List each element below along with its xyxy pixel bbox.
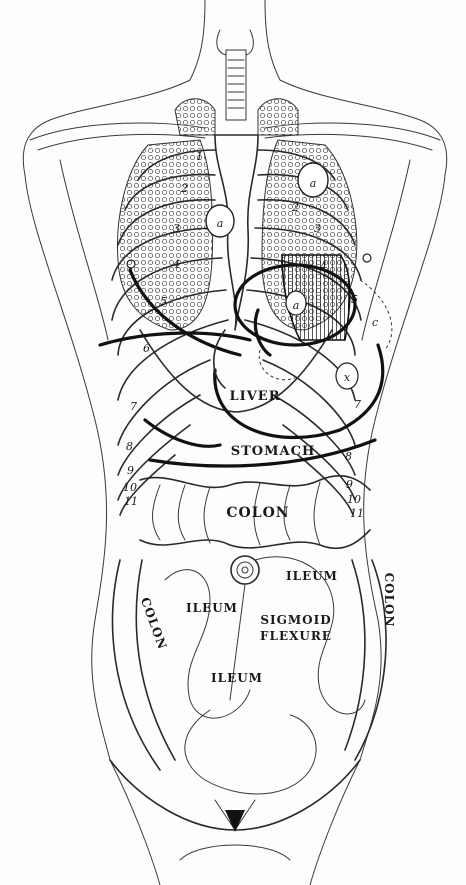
svg-text:1: 1 bbox=[196, 150, 203, 163]
label-liver: LIVER bbox=[229, 389, 280, 404]
svg-text:8: 8 bbox=[345, 450, 352, 463]
svg-text:a: a bbox=[293, 299, 300, 312]
svg-text:8: 8 bbox=[126, 440, 133, 453]
svg-text:3: 3 bbox=[173, 222, 180, 235]
svg-text:2: 2 bbox=[291, 201, 299, 214]
rib-dot-right bbox=[363, 254, 371, 262]
label-ileum-middle: ILEUM bbox=[186, 601, 238, 615]
label-sigmoid: SIGMOID bbox=[260, 613, 331, 627]
marker-x-right: x bbox=[336, 363, 358, 389]
svg-text:2: 2 bbox=[180, 182, 188, 195]
svg-text:a: a bbox=[217, 217, 224, 230]
svg-text:x: x bbox=[344, 371, 351, 384]
svg-text:10: 10 bbox=[123, 481, 137, 494]
label-colon-left: COLON bbox=[138, 595, 170, 651]
label-colon-right: COLON bbox=[382, 573, 396, 628]
label-colon-transverse: COLON bbox=[226, 505, 289, 521]
label-ileum-lower: ILEUM bbox=[211, 671, 263, 685]
pelvis bbox=[110, 760, 360, 860]
svg-text:3: 3 bbox=[314, 222, 321, 235]
svg-text:11: 11 bbox=[350, 507, 364, 520]
svg-text:5: 5 bbox=[160, 295, 167, 308]
marker-a-left: a bbox=[206, 205, 234, 237]
svg-text:6: 6 bbox=[143, 342, 150, 355]
svg-text:11: 11 bbox=[124, 495, 138, 508]
marker-a-heart: a bbox=[286, 291, 306, 315]
body-outline bbox=[23, 0, 446, 885]
trachea bbox=[217, 30, 254, 120]
svg-text:4: 4 bbox=[172, 258, 180, 271]
marker-c-right: c bbox=[372, 316, 378, 329]
svg-text:4: 4 bbox=[319, 260, 327, 273]
label-ileum-upper: ILEUM bbox=[286, 569, 338, 583]
svg-text:a: a bbox=[310, 177, 317, 190]
svg-text:9: 9 bbox=[127, 464, 134, 477]
svg-text:10: 10 bbox=[347, 493, 361, 506]
svg-text:7: 7 bbox=[354, 398, 361, 411]
label-flexure: FLEXURE bbox=[260, 629, 332, 643]
marker-a-right-top: a bbox=[298, 163, 328, 197]
svg-text:7: 7 bbox=[130, 400, 137, 413]
svg-text:9: 9 bbox=[346, 478, 353, 491]
svg-text:5: 5 bbox=[351, 293, 358, 306]
label-stomach: STOMACH bbox=[231, 444, 316, 459]
